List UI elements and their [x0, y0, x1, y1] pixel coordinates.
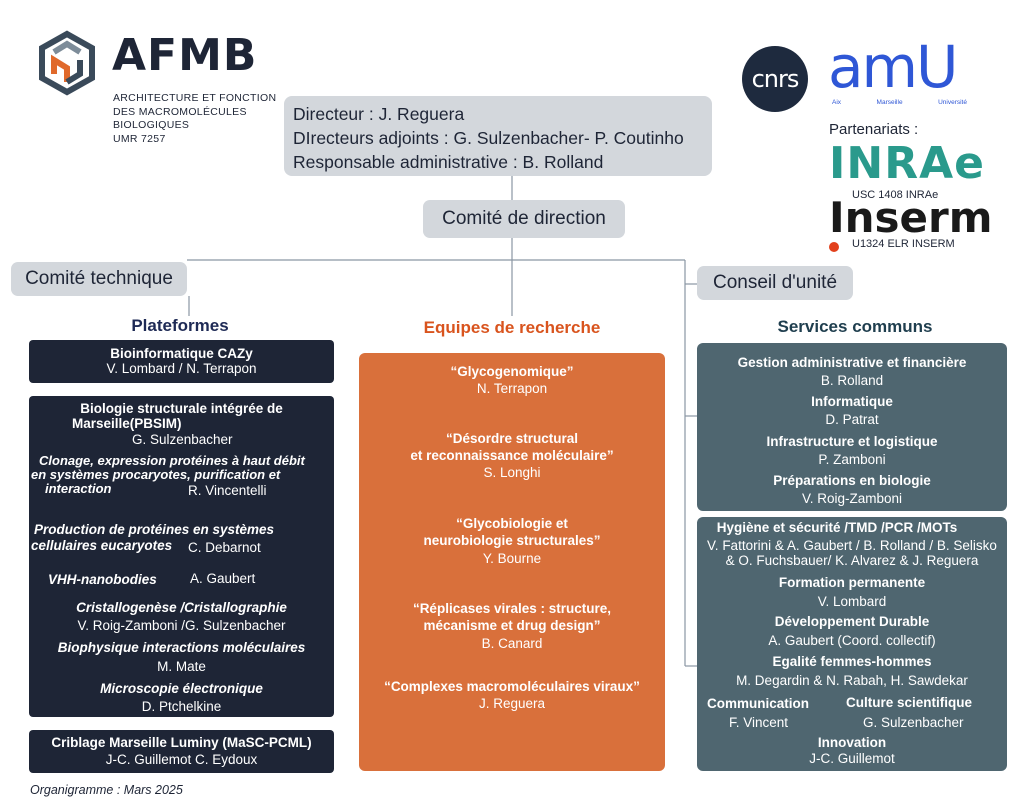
platform-cazy-box: Bioinformatique CAZy V. Lombard / N. Ter…: [29, 340, 334, 383]
director-line: Directeur : J. Reguera: [293, 104, 465, 124]
inrae-subtitle: USC 1408 INRAe: [852, 189, 939, 201]
service-title: Communication: [707, 696, 810, 711]
platform-title: Biologie structurale intégrée de: [80, 401, 283, 416]
subplatform-title: Microscopie électronique: [100, 681, 263, 696]
service-title: Préparations en biologie: [773, 473, 931, 488]
direction-box: Directeur : J. Reguera DIrecteurs adjoin…: [284, 96, 712, 176]
logo-subtitle: ARCHITECTURE ET FONCTION DES MACROMOLÉCU…: [113, 92, 277, 145]
service-people: G. Sulzenbacher: [863, 715, 964, 730]
subplatform-people: R. Vincentelli: [188, 483, 267, 498]
service-title: Innovation: [817, 735, 887, 750]
subplatform-people: V. Roig-Zamboni /G. Sulzenbacher: [77, 618, 286, 633]
team-title: “Glycogenomique”: [450, 364, 574, 379]
afmb-logo-icon: [39, 30, 95, 96]
service-people: P. Zamboni: [818, 452, 886, 467]
service-people: M. Degardin & N. Rabah, H. Sawdekar: [736, 673, 968, 688]
service-people: V. Fattorini & A. Gaubert / B. Rolland /…: [707, 538, 997, 553]
amu-logo: amU: [828, 33, 958, 101]
team-title: “Complexes macromoléculaires viraux”: [384, 679, 640, 694]
platform-title: Marseille(PBSIM): [72, 416, 182, 431]
platform-criblage-box: Criblage Marseille Luminy (MaSC-PCML) J-…: [29, 730, 334, 773]
subplatform-people: D. Ptchelkine: [141, 699, 222, 714]
service-people: V. Lombard: [817, 594, 887, 609]
platform-title: Bioinformatique CAZy: [110, 346, 253, 361]
subplatform-title: interaction: [45, 481, 112, 496]
team-leader: B. Canard: [481, 636, 543, 651]
subplatform-title: Biophysique interactions moléculaires: [57, 640, 306, 655]
service-people: J-C. Guillemot: [809, 751, 895, 766]
inserm-subtitle: U1324 ELR INSERM: [852, 238, 955, 250]
service-title: Hygiène et sécurité /TMD /PCR /MOTs: [716, 520, 958, 535]
subplatform-title: cellulaires eucaryotes: [31, 538, 173, 553]
service-title: Développement Durable: [774, 614, 930, 629]
platform-people: J-C. Guillemot C. Eydoux: [105, 752, 258, 767]
subplatform-title: Cristallogenèse /Cristallographie: [76, 600, 287, 615]
partenariats-label: Partenariats :: [829, 121, 919, 138]
platform-pbsim-box: Biologie structurale intégrée de Marseil…: [29, 396, 334, 717]
equipes-box: “Glycogenomique” N. Terrapon “Désordre s…: [359, 353, 665, 771]
comite-technique-box: Comité technique: [11, 262, 187, 296]
subplatform-people: A. Gaubert: [190, 571, 256, 586]
platform-people: V. Lombard / N. Terrapon: [106, 361, 257, 376]
subplatform-title: Production de protéines en systèmes: [34, 522, 275, 537]
service-people: D. Patrat: [825, 412, 879, 427]
team-title: “Glycobiologie et: [456, 516, 568, 531]
logo-title: AFMB: [112, 30, 258, 81]
service-people: A. Gaubert (Coord. collectif): [768, 633, 936, 648]
service-people: F. Vincent: [729, 715, 789, 730]
subplatform-title: VHH-nanobodies: [48, 572, 157, 587]
service-people: V. Roig-Zamboni: [801, 491, 903, 506]
service-title: Culture scientifique: [846, 695, 973, 710]
service-title: Gestion administrative et financière: [737, 355, 967, 370]
footer-date: Organigramme : Mars 2025: [30, 783, 183, 797]
platform-people: G. Sulzenbacher: [132, 432, 233, 447]
services-box-1: Gestion administrative et financière B. …: [697, 343, 1007, 511]
service-title: Formation permanente: [778, 575, 926, 590]
team-leader: Y. Bourne: [482, 551, 542, 566]
team-leader: J. Reguera: [478, 696, 546, 711]
service-title: Egalité femmes-hommes: [772, 654, 932, 669]
admin-manager-line: Responsable administrative : B. Rolland: [293, 152, 604, 172]
subplatform-people: M. Mate: [157, 659, 206, 674]
services-heading: Services communs: [777, 317, 933, 336]
inserm-dot-icon: [829, 242, 839, 252]
cnrs-logo: cnrs: [742, 46, 808, 112]
team-leader: N. Terrapon: [476, 381, 548, 396]
service-title: Informatique: [811, 394, 893, 409]
deputy-directors-line: DIrecteurs adjoints : G. Sulzenbacher- P…: [293, 128, 684, 148]
platform-title: Criblage Marseille Luminy (MaSC-PCML): [51, 735, 312, 750]
services-box-2: Hygiène et sécurité /TMD /PCR /MOTs V. F…: [697, 517, 1007, 771]
inrae-logo: INRAe: [829, 138, 985, 189]
conseil-unite-box: Conseil d'unité: [697, 266, 853, 300]
team-title: et reconnaissance moléculaire”: [410, 448, 614, 463]
service-people: B. Rolland: [820, 373, 884, 388]
team-leader: S. Longhi: [483, 465, 541, 480]
subplatform-title: Clonage, expression protéines à haut déb…: [39, 453, 305, 468]
team-title: “Réplicases virales : structure,: [412, 601, 612, 616]
equipes-heading: Equipes de recherche: [423, 318, 601, 337]
service-title: Infrastructure et logistique: [766, 434, 938, 449]
comite-direction-box: Comité de direction: [423, 200, 625, 238]
team-title: “Désordre structural: [445, 431, 579, 446]
subplatform-title: en systèmes procaryotes, purification et: [31, 467, 281, 482]
plateformes-heading: Plateformes: [131, 316, 229, 335]
team-title: neurobiologie structurales”: [423, 533, 601, 548]
service-people: & O. Fuchsbauer/ K. Alvarez & J. Reguera: [725, 553, 979, 568]
team-title: mécanisme et drug design”: [423, 618, 601, 633]
inserm-logo: Inserm: [829, 193, 993, 242]
subplatform-people: C. Debarnot: [188, 540, 261, 555]
